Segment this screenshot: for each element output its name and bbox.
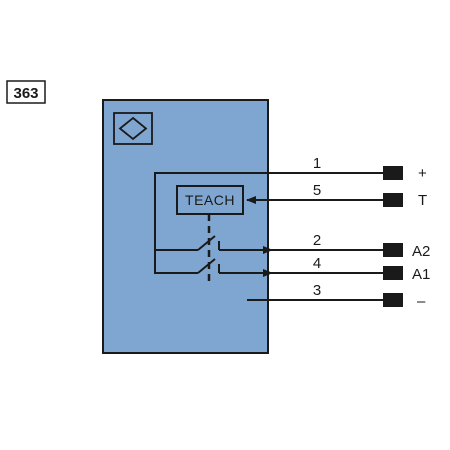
signal-label: A2 [412, 243, 430, 260]
pin-number: 3 [313, 282, 321, 299]
signal-label: + [418, 165, 427, 182]
switch-contacts [197, 235, 220, 274]
pin-number: 1 [313, 155, 321, 172]
sensor-diamond-icon [113, 112, 153, 145]
teach-label: TEACH [185, 192, 235, 208]
signal-label: – [417, 293, 426, 310]
internal-supply-line [154, 172, 403, 274]
code-label-box: 363 [6, 80, 46, 104]
signal-label: A1 [412, 266, 430, 283]
pin-number: 5 [313, 182, 321, 199]
pin-number: 4 [313, 255, 321, 272]
code-label: 363 [13, 85, 38, 102]
signal-label: T [418, 192, 427, 209]
pin-number: 2 [313, 232, 321, 249]
terminal-blocks [383, 166, 403, 307]
teach-box: TEACH [176, 185, 244, 215]
